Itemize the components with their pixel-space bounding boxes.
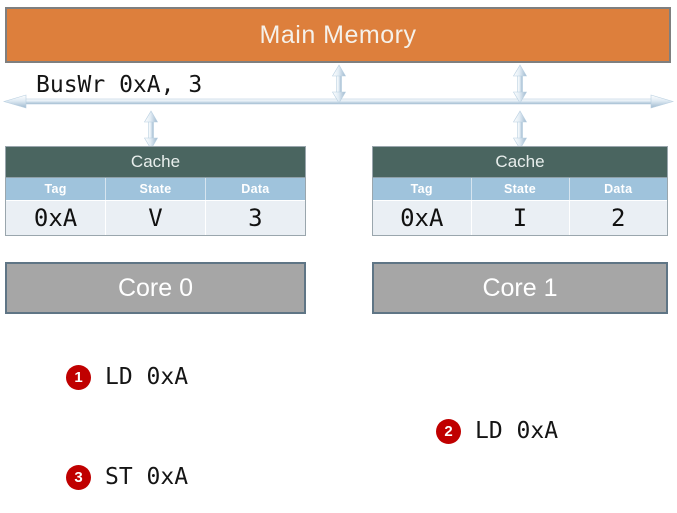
column-header-tag: Tag [373,178,472,201]
operation-badge-3: 3 [66,464,91,490]
main-memory-block: Main Memory [5,7,671,63]
column-header-tag: Tag [6,178,107,201]
cache-block-core-1: Cache Tag State Data 0xA I 2 [372,146,668,236]
core-block-1: Core 1 [372,262,668,314]
operation-badge-2: 2 [436,418,461,444]
cache-block-core-0: Cache Tag State Data 0xA V 3 [5,146,306,236]
cache-data-value-1: 2 [569,200,667,235]
table-row: 0xA I 2 [373,200,667,235]
core-block-0: Core 0 [5,262,306,314]
connector-memory-to-bus-right [512,64,528,104]
table-row: 0xA V 3 [6,200,305,235]
operation-text-2: LD 0xA [475,418,559,444]
cache-title-0: Cache [6,147,305,178]
operation-badge-1: 1 [66,364,91,390]
cache-table-1: Tag State Data 0xA I 2 [373,178,667,235]
connector-bus-to-cache-0 [143,110,159,150]
column-header-data: Data [205,178,305,201]
operation-1: 1 LD 0xA [66,364,188,390]
connector-memory-to-bus-left [331,64,347,104]
bus-transaction-label: BusWr 0xA, 3 [36,72,203,98]
main-memory-label: Main Memory [259,20,417,49]
cache-state-value-0: V [105,200,206,235]
column-header-data: Data [569,178,667,201]
core-label-0: Core 0 [117,273,194,302]
cache-table-0: Tag State Data 0xA V 3 [6,178,305,235]
cache-tag-value-0: 0xA [6,200,107,235]
column-header-state: State [105,178,206,201]
operation-3: 3 ST 0xA [66,464,188,490]
cache-title-1: Cache [373,147,667,178]
table-header-row: Tag State Data [6,178,305,201]
core-label-1: Core 1 [482,273,558,302]
column-header-state: State [471,178,570,201]
cache-data-value-0: 3 [205,200,305,235]
operation-text-3: ST 0xA [105,464,189,490]
cache-tag-value-1: 0xA [373,200,472,235]
connector-bus-to-cache-1 [512,110,528,150]
operation-2: 2 LD 0xA [436,418,558,444]
operation-text-1: LD 0xA [105,364,189,390]
table-header-row: Tag State Data [373,178,667,201]
cache-state-value-1: I [471,200,570,235]
